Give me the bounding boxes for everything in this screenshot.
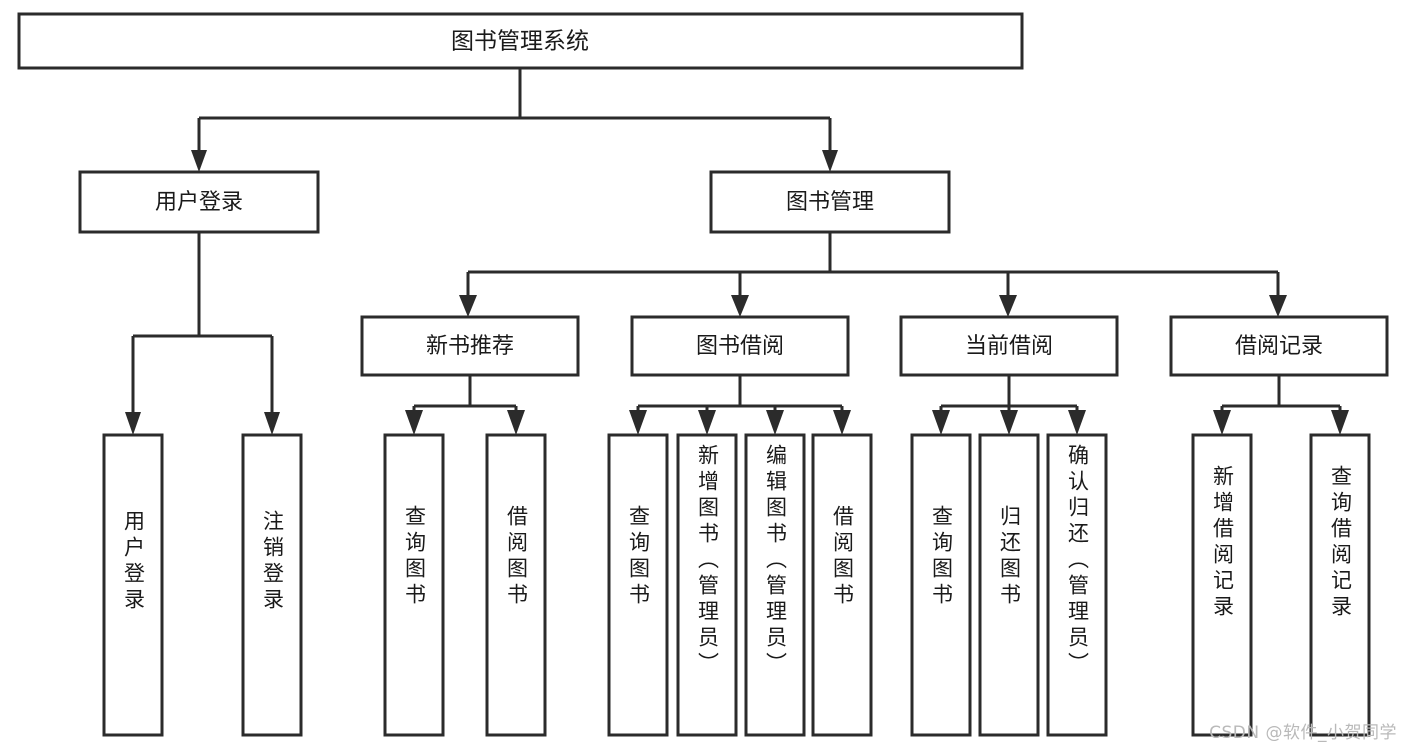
connector-new-book-recommend-to-leaves xyxy=(405,375,525,435)
borrow-records-label: 借阅记录 xyxy=(1235,334,1323,359)
root-label: 图书管理系统 xyxy=(451,29,589,55)
leaf-box-borrow-books-1[interactable] xyxy=(485,433,547,737)
connector-current-borrow-to-leaves xyxy=(932,375,1086,435)
leaf-box-add-book-admin[interactable] xyxy=(676,433,738,737)
current-borrow-box[interactable] xyxy=(899,315,1119,377)
leaf-box-query-books-3[interactable] xyxy=(910,433,972,737)
current-borrow-label: 当前借阅 xyxy=(965,334,1053,359)
leaf-box-logout[interactable] xyxy=(241,433,303,737)
leaf-box-confirm-return-admin[interactable] xyxy=(1046,433,1108,737)
node-book-management[interactable]: 图书管理 xyxy=(709,170,951,234)
arrow-to-book-management xyxy=(822,150,838,172)
connector-book-borrow-to-leaves xyxy=(629,375,851,435)
root-box[interactable] xyxy=(17,12,1024,70)
connector-book-management-to-level3 xyxy=(459,232,1287,317)
node-book-borrow[interactable]: 图书借阅 xyxy=(630,315,850,377)
arrow-to-user-login xyxy=(191,150,207,172)
leaf-box-query-books-1[interactable] xyxy=(383,433,445,737)
node-current-borrow[interactable]: 当前借阅 xyxy=(899,315,1119,377)
leaf-box-query-books-2[interactable] xyxy=(607,433,669,737)
leaf-box-query-borrow-record[interactable] xyxy=(1309,433,1371,737)
connector-borrow-records-to-leaves xyxy=(1213,375,1349,435)
leaf-box-edit-book-admin[interactable] xyxy=(744,433,806,737)
arrow-to-new-book-recommend xyxy=(459,295,477,317)
node-new-book-recommend[interactable]: 新书推荐 xyxy=(360,315,580,377)
user-login-label: 用户登录 xyxy=(155,190,243,215)
new-book-recommend-box[interactable] xyxy=(360,315,580,377)
node-borrow-records[interactable]: 借阅记录 xyxy=(1169,315,1389,377)
book-borrow-label: 图书借阅 xyxy=(696,334,784,359)
arrow-to-leaf-logout xyxy=(264,412,280,435)
arrow-to-leaf-user-login xyxy=(125,412,141,435)
arrow-to-book-borrow xyxy=(731,295,749,317)
book-management-label: 图书管理 xyxy=(786,190,874,215)
node-user-login[interactable]: 用户登录 xyxy=(78,170,320,234)
leaf-box-add-borrow-record[interactable] xyxy=(1191,433,1253,737)
node-root[interactable]: 图书管理系统 xyxy=(17,12,1024,70)
arrow-to-current-borrow xyxy=(999,295,1017,317)
connector-user-login-to-leaves xyxy=(125,232,280,435)
leaf-box-borrow-books-2[interactable] xyxy=(811,433,873,737)
user-login-box[interactable] xyxy=(78,170,320,234)
connector-root-to-level2 xyxy=(191,68,838,172)
leaf-box-return-books[interactable] xyxy=(978,433,1040,737)
new-book-recommend-label: 新书推荐 xyxy=(426,334,514,359)
leaf-box-user-login[interactable] xyxy=(102,433,164,737)
arrow-to-borrow-records xyxy=(1269,295,1287,317)
